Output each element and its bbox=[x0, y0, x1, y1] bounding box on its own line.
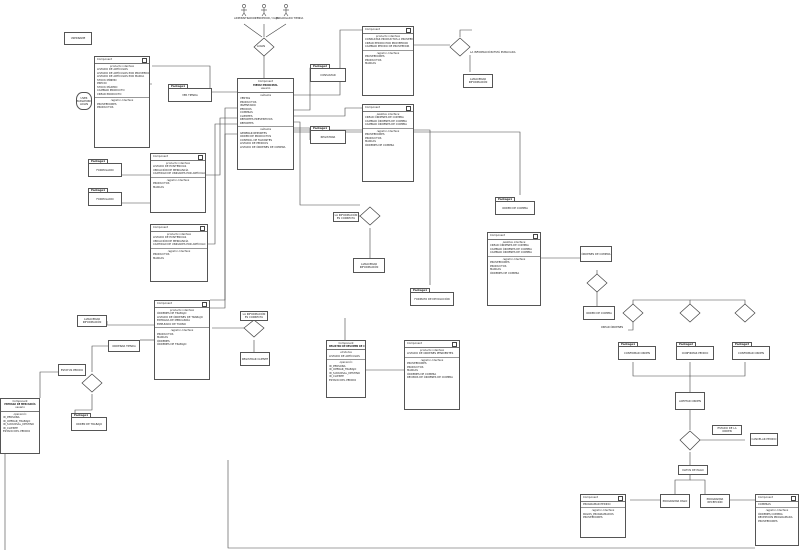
package-confirmar-pedido[interactable]: Package2 CONFIRMAR PEDIDO bbox=[676, 342, 714, 360]
component-icon bbox=[198, 155, 203, 160]
accept-order-action[interactable]: ACEPTAR ORDEN bbox=[675, 392, 705, 410]
package-confirmar-orden-3[interactable]: Package3 CONFIRMAR ORDEN bbox=[732, 342, 770, 360]
order-state-note: ESTADO DE LA ORDEN bbox=[712, 425, 742, 435]
component-icon bbox=[618, 496, 623, 501]
order-store-action[interactable]: ORDENAR TIENDA bbox=[108, 340, 140, 352]
purchases-component[interactable]: Component COMPRAS registro interface ÓRD… bbox=[755, 494, 799, 546]
goods-entry-component[interactable]: Component ENTRADA DE MERCANCÍA usuario o… bbox=[0, 398, 40, 454]
package-formulario[interactable]: Package1 FORMULARIO bbox=[88, 159, 122, 177]
purchase-order-component[interactable]: Component pedidos interface CREAR ÓRDENE… bbox=[362, 104, 414, 182]
actor-admin-label: ADMINISTRADOR bbox=[234, 17, 257, 20]
component-icon bbox=[452, 342, 457, 347]
payment-data-rect: DATOS DE PAGO bbox=[678, 465, 708, 475]
schedule-reception-action[interactable]: PROGRAMAR RECEPCIÓN bbox=[700, 494, 730, 508]
package-placeholder bbox=[314, 134, 315, 135]
inventory-component-2[interactable]: Component producto interface LISTADO DE … bbox=[150, 224, 208, 282]
cancel-order-rect[interactable]: CANCELAR PEDIDO bbox=[750, 433, 778, 446]
payment-schedule-component[interactable]: Component PROGRAMAR PEDIDO registro inte… bbox=[580, 494, 626, 538]
purchase-orders-action[interactable]: ÓRDENES DE COMPRA bbox=[580, 246, 612, 262]
schedule-payment-action[interactable]: PROGRAMAR PAGO bbox=[660, 494, 690, 508]
component-icon bbox=[142, 58, 147, 63]
store-info-action[interactable]: ALMACENAR INFORMACIÓN bbox=[77, 315, 107, 327]
inventory-component[interactable]: Component producto interface LISTADO DE … bbox=[150, 153, 206, 213]
product-component-left[interactable]: Component producto interface LISTADO DE … bbox=[94, 56, 150, 148]
returns-component[interactable]: Component producto interface LISTADO DE … bbox=[404, 340, 460, 410]
component-icon bbox=[791, 496, 796, 501]
component-icon bbox=[200, 226, 205, 231]
published-decision-label: LA INFORMACIÓN ESTÁ PUBLICADA bbox=[470, 51, 516, 54]
order-status-note: ESTATUS PEDIDO bbox=[58, 364, 86, 376]
login-note: USER PASSWORD LOGIN bbox=[76, 92, 92, 110]
actor-icons bbox=[241, 4, 289, 17]
info-correct-note: LA INFORMACIÓN ES CORRECTA bbox=[333, 212, 359, 222]
component-icon bbox=[406, 28, 411, 33]
package-formato-devolucion[interactable]: Package1 FORMATO DE DEVOLUCIÓN bbox=[410, 288, 454, 306]
package-ver-tienda[interactable]: Package1 VER TIENDA bbox=[168, 84, 212, 102]
component-icon bbox=[406, 106, 411, 111]
package-confirmar-orden-1[interactable]: Package1 CONFIRMAR ORDEN bbox=[618, 342, 656, 360]
component-icon bbox=[533, 234, 538, 239]
work-orders-component[interactable]: Component producto interface ÓRDENES DE … bbox=[154, 300, 210, 380]
purchase-component-right[interactable]: Component pedidos interface CREAR ÓRDENE… bbox=[487, 232, 541, 306]
package-registrar[interactable]: Package1 REGISTRAR bbox=[310, 126, 346, 144]
main-menu-component[interactable]: Component MENU PRINCIPAL usuario métodos… bbox=[237, 78, 294, 170]
store-info-rect: ALMACENAR INFORMACIÓN bbox=[353, 258, 385, 273]
username-note: USERNAME bbox=[64, 32, 92, 45]
login-node: LOGIN bbox=[257, 45, 266, 48]
reg-correct-note: LA INFORMACIÓN ES CORRECTA bbox=[240, 311, 268, 321]
supplier-component-top-right[interactable]: Component producto interface CONSULTAR P… bbox=[362, 26, 414, 96]
save-info-note: ALMACENAR INFORMACIÓN bbox=[463, 74, 493, 88]
package-orden-compra[interactable]: Package1 ORDEN DE COMPRA bbox=[495, 197, 535, 215]
package-formulario-2[interactable]: Package1 FORMULARIO bbox=[88, 188, 122, 206]
actor-seller-label: VENDEDOR / CAJA bbox=[255, 17, 279, 20]
component-icon bbox=[202, 302, 207, 307]
actor-store-label: ENCARGADO TIENDA bbox=[276, 17, 304, 20]
client-register-component[interactable]: Component REGISTRO DE RESUMEN DE CLIENTE… bbox=[326, 340, 366, 398]
package-orden-trabajo[interactable]: Package1 ORDEN DE TRABAJO bbox=[71, 413, 107, 431]
create-orders-label: CREAR ÓRDENES bbox=[596, 322, 628, 332]
purchase-order-action[interactable]: ORDEN DE COMPRA bbox=[583, 306, 615, 320]
package-consultar[interactable]: Package2 CONSULTAR bbox=[310, 64, 346, 82]
register-client-rect: REGISTRAR CLIENTE bbox=[240, 352, 270, 366]
